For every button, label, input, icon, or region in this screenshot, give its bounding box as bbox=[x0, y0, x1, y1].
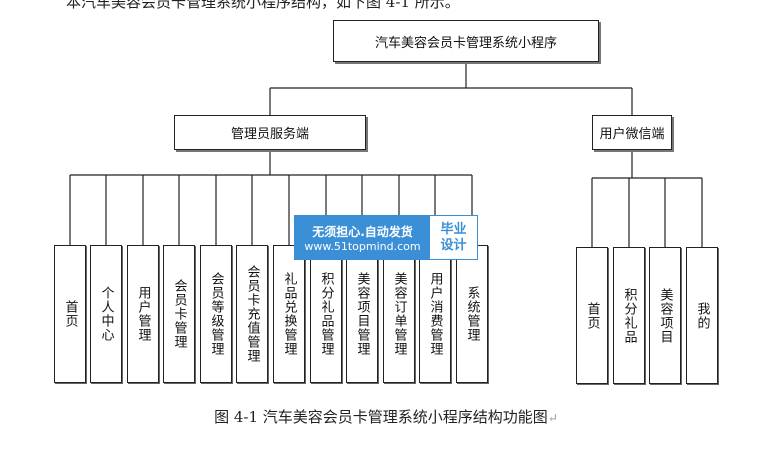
user-branch-node: 用户微信端 bbox=[592, 115, 672, 150]
admin-leaf-system-management: 系统管理 bbox=[456, 245, 488, 383]
figure-caption-text: 图 4-1 汽车美容会员卡管理系统小程序结构功能图 bbox=[214, 408, 548, 426]
admin-branch-node: 管理员服务端 bbox=[174, 115, 366, 150]
user-leaf-home: 首页 bbox=[576, 247, 608, 384]
watermark-slogan: 无须担心.自动发货 bbox=[312, 224, 413, 239]
admin-leaf-beauty-order-management: 美容订单管理 bbox=[383, 245, 415, 383]
admin-leaf-home: 首页 bbox=[54, 245, 86, 383]
watermark-right-line1: 毕业 bbox=[440, 221, 467, 237]
admin-leaf-gift-exchange-management: 礼品兑换管理 bbox=[273, 245, 305, 383]
user-leaf-points-gift: 积分礼品 bbox=[613, 247, 645, 384]
user-leaf-beauty-project: 美容项目 bbox=[649, 247, 681, 384]
paragraph-mark-icon: ↵ bbox=[547, 411, 558, 425]
admin-leaf-member-level-management: 会员等级管理 bbox=[200, 245, 232, 383]
watermark-right-line2: 设计 bbox=[440, 237, 467, 253]
intro-paragraph: 本汽车美容会员卡管理系统小程序结构，如下图 4-1 所示。 bbox=[66, 0, 460, 11]
admin-leaf-beauty-project-management: 美容项目管理 bbox=[346, 245, 378, 383]
user-leaf-mine: 我的 bbox=[686, 247, 718, 384]
admin-leaf-personal-center: 个人中心 bbox=[90, 245, 122, 383]
root-node: 汽车美容会员卡管理系统小程序 bbox=[333, 20, 599, 62]
admin-leaf-user-management: 用户管理 bbox=[127, 245, 159, 383]
admin-leaf-member-card-management: 会员卡管理 bbox=[163, 245, 195, 383]
admin-leaf-points-gift-management: 积分礼品管理 bbox=[310, 245, 342, 383]
admin-leaf-user-consumption-management: 用户消费管理 bbox=[419, 245, 451, 383]
figure-caption: 图 4-1 汽车美容会员卡管理系统小程序结构功能图↵ bbox=[0, 406, 772, 427]
admin-leaf-card-recharge-management: 会员卡充值管理 bbox=[236, 245, 268, 383]
watermark-badge: 无须担心.自动发货 www.51topmind.com 毕业 设计 bbox=[294, 215, 478, 260]
watermark-url: www.51topmind.com bbox=[304, 239, 421, 253]
